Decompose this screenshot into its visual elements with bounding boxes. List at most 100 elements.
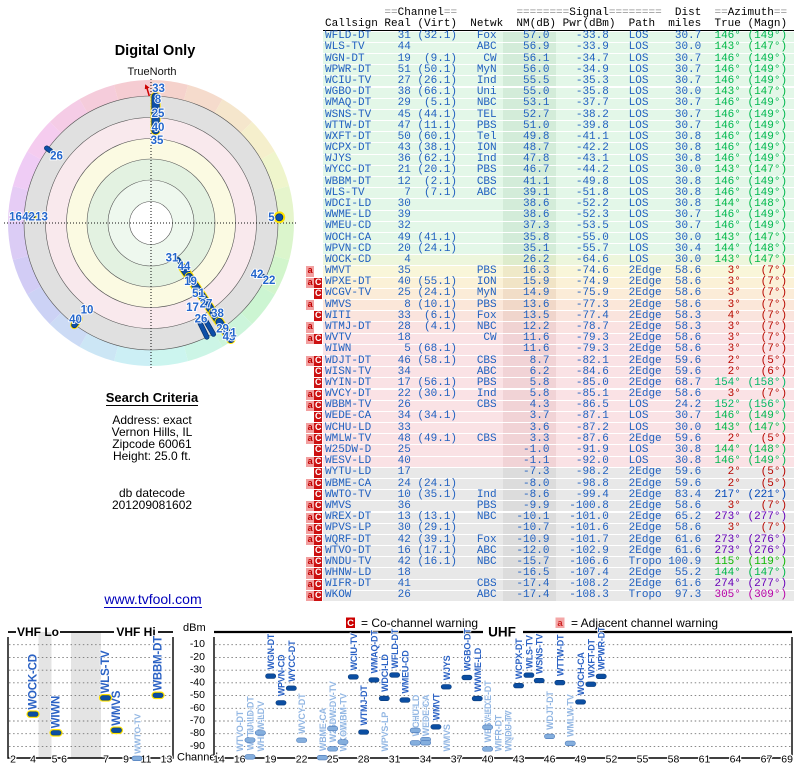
svg-text:6: 6 [61, 754, 67, 766]
svg-text:WBBM-TV: WBBM-TV [338, 693, 348, 735]
svg-text:VHF Hi: VHF Hi [116, 625, 155, 639]
svg-text:33: 33 [152, 83, 165, 95]
svg-text:WNDU-TV: WNDU-TV [504, 710, 514, 751]
svg-text:19: 19 [184, 276, 197, 288]
svg-text:37: 37 [451, 754, 463, 766]
svg-text:WLS-TV: WLS-TV [524, 635, 534, 668]
svg-text:-10: -10 [190, 638, 205, 650]
svg-text:5: 5 [268, 212, 275, 224]
svg-text:dBm: dBm [183, 622, 206, 634]
svg-text:40: 40 [482, 754, 494, 766]
svg-text:31: 31 [389, 754, 401, 766]
svg-text:64: 64 [730, 754, 742, 766]
svg-text:C: C [347, 618, 354, 629]
svg-text:WLS-TV: WLS-TV [100, 650, 112, 693]
svg-text:WQRF-DT: WQRF-DT [504, 710, 514, 752]
svg-text:25: 25 [327, 754, 339, 766]
svg-text:35: 35 [151, 135, 164, 147]
svg-text:26: 26 [195, 314, 208, 326]
svg-text:52: 52 [606, 754, 618, 766]
svg-text:42: 42 [22, 212, 35, 224]
svg-text:38: 38 [211, 308, 224, 320]
svg-text:-70: -70 [190, 714, 205, 726]
svg-text:45: 45 [223, 332, 236, 344]
svg-text:WOCH-CA: WOCH-CA [576, 652, 586, 696]
svg-text:WPVS-LP: WPVS-LP [380, 712, 390, 752]
svg-text:34: 34 [420, 754, 432, 766]
svg-text:WYIN-DT: WYIN-DT [245, 696, 255, 734]
svg-text:a: a [557, 618, 563, 629]
svg-text:WCHU-LD: WCHU-LD [411, 694, 421, 736]
svg-text:WEDE-CA: WEDE-CA [421, 694, 431, 736]
svg-text:8: 8 [155, 94, 162, 106]
svg-text:58: 58 [668, 754, 680, 766]
svg-text:43: 43 [513, 754, 525, 766]
svg-text:WMLW-TV: WMLW-TV [566, 694, 576, 737]
svg-text:1: 1 [230, 328, 237, 340]
svg-text:WYCC-DT: WYCC-DT [287, 640, 297, 682]
svg-text:WWTO-TV: WWTO-TV [133, 713, 143, 754]
svg-text:Channel: Channel [177, 752, 218, 764]
svg-text:4: 4 [30, 754, 36, 766]
svg-text:WIWN: WIWN [51, 696, 63, 728]
svg-text:69: 69 [781, 754, 793, 766]
svg-text:13: 13 [35, 212, 48, 224]
svg-text:61: 61 [699, 754, 711, 766]
svg-text:WGBO-DT: WGBO-DT [462, 628, 472, 671]
svg-text:WBBM-DT: WBBM-DT [153, 636, 165, 691]
svg-text:WPVN-CD: WPVN-CD [276, 654, 286, 696]
svg-text:25: 25 [152, 108, 165, 120]
svg-text:W25DW-D: W25DW-D [328, 700, 338, 742]
svg-text:WMVS: WMVS [111, 690, 123, 726]
svg-text:WMVS: WMVS [442, 724, 452, 751]
svg-text:28: 28 [358, 754, 370, 766]
svg-text:WFLD-DT: WFLD-DT [390, 628, 400, 668]
svg-text:51: 51 [192, 288, 205, 300]
svg-text:-80: -80 [190, 727, 205, 739]
svg-text:WISN-TV: WISN-TV [421, 696, 431, 733]
svg-text:29: 29 [216, 324, 229, 336]
svg-text:WDCI-LD: WDCI-LD [380, 654, 390, 692]
svg-text:WTMJ-DT: WTMJ-DT [359, 685, 369, 726]
svg-text:WSNS-TV: WSNS-TV [535, 634, 545, 674]
svg-text:WESV-LD: WESV-LD [483, 702, 493, 742]
svg-text:19: 19 [265, 754, 277, 766]
svg-text:16: 16 [9, 212, 22, 224]
svg-text:WCGV-TV: WCGV-TV [328, 681, 338, 722]
svg-text:WPXE-DT: WPXE-DT [483, 680, 493, 721]
svg-text:42: 42 [251, 269, 264, 281]
svg-text:VHF Lo: VHF Lo [17, 625, 59, 639]
svg-text:WTVO-DT: WTVO-DT [235, 710, 245, 751]
svg-text:-90: -90 [190, 740, 205, 752]
svg-text:13: 13 [161, 754, 173, 766]
svg-text:22: 22 [263, 275, 276, 287]
svg-text:49: 49 [575, 754, 587, 766]
svg-text:WVCY-DT: WVCY-DT [297, 693, 307, 734]
svg-text:= Adjacent channel warning: = Adjacent channel warning [571, 616, 718, 630]
svg-text:WKOW: WKOW [338, 721, 348, 751]
svg-text:44: 44 [178, 261, 191, 273]
svg-text:WITI: WITI [411, 706, 421, 724]
svg-text:9: 9 [123, 754, 129, 766]
svg-text:WTTW-DT: WTTW-DT [555, 634, 565, 676]
svg-text:5: 5 [52, 754, 58, 766]
svg-text:46: 46 [544, 754, 556, 766]
svg-text:7: 7 [103, 754, 109, 766]
svg-text:67: 67 [761, 754, 773, 766]
svg-text:26: 26 [50, 151, 63, 163]
svg-text:22: 22 [296, 754, 308, 766]
svg-text:-50: -50 [190, 689, 205, 701]
svg-text:31: 31 [166, 253, 179, 265]
svg-text:14: 14 [213, 754, 225, 766]
svg-text:27: 27 [200, 299, 213, 311]
svg-text:WCIU-TV: WCIU-TV [349, 633, 359, 670]
svg-text:-60: -60 [190, 702, 205, 714]
svg-text:WMVT: WMVT [431, 693, 441, 720]
svg-text:40: 40 [69, 314, 82, 326]
svg-text:40: 40 [152, 122, 165, 134]
svg-text:11: 11 [141, 754, 152, 766]
svg-text:WWME-LD: WWME-LD [473, 647, 483, 692]
svg-text:WYTU-LD: WYTU-LD [245, 710, 255, 751]
svg-text:WXFT-DT: WXFT-DT [586, 638, 596, 677]
svg-text:10: 10 [81, 305, 94, 317]
